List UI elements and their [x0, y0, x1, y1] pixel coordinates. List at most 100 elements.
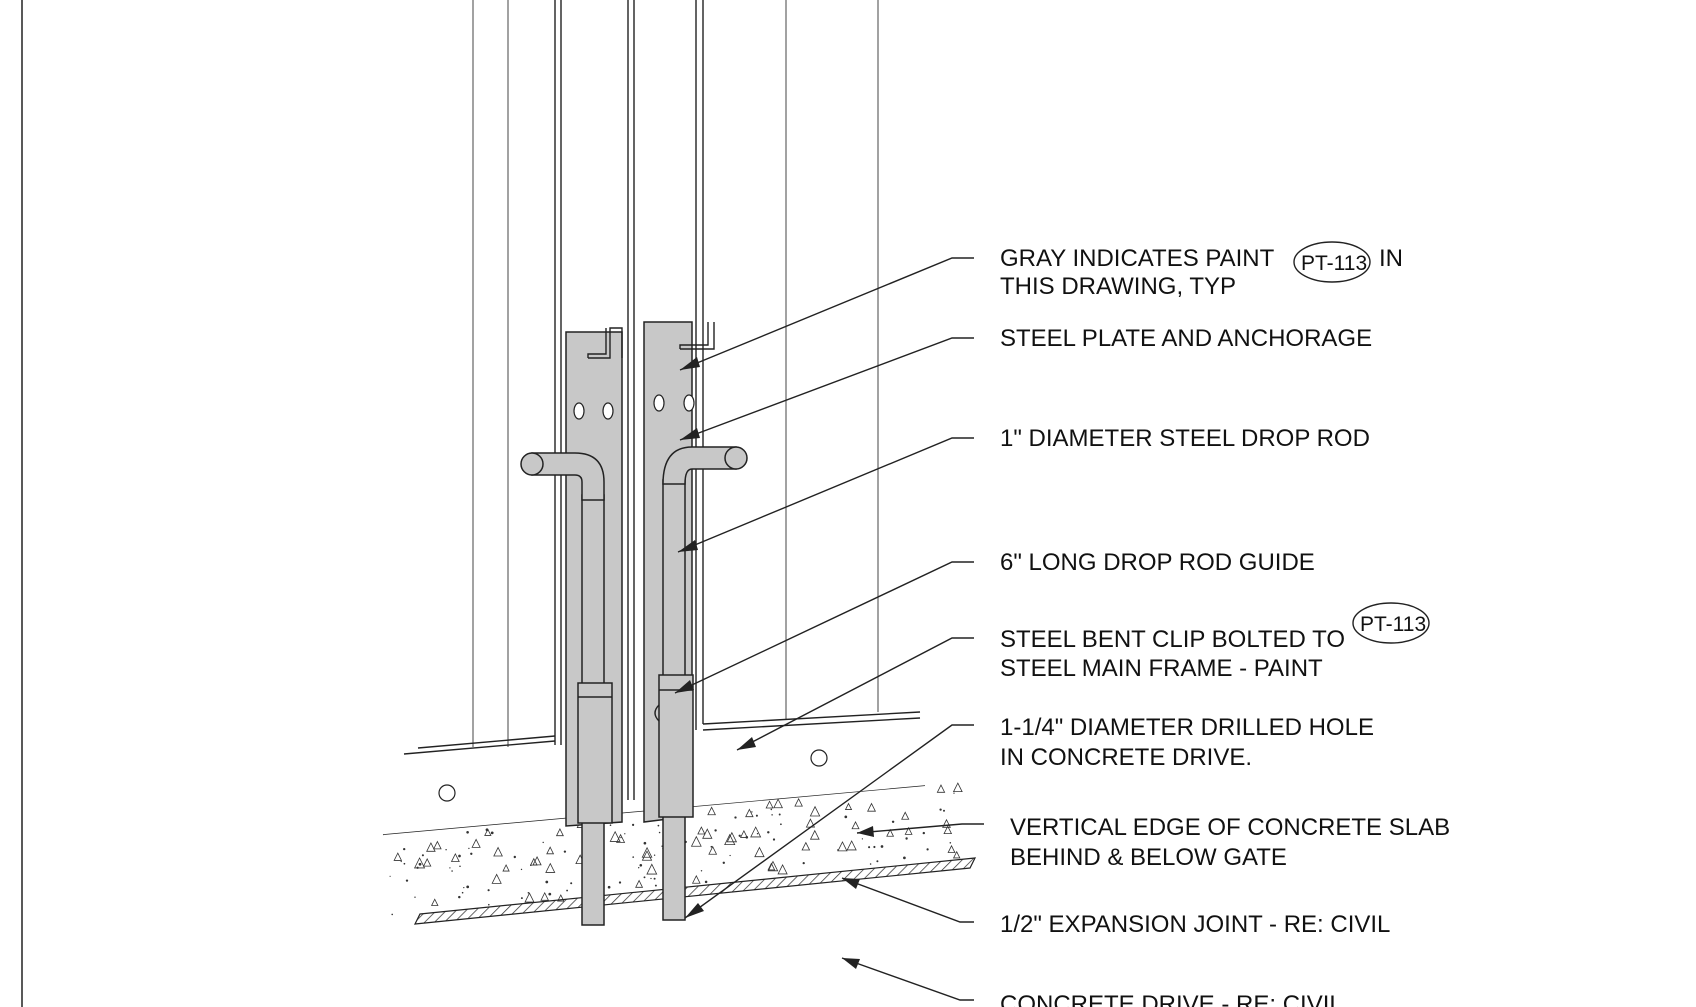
- aggregate-speck: [632, 856, 635, 858]
- aggregate-speck: [755, 814, 758, 817]
- paint-tag-bubble-2: [1352, 602, 1430, 644]
- aggregate-speck: [471, 838, 481, 848]
- aggregate-speck: [607, 885, 611, 889]
- aggregate-speck: [700, 870, 703, 872]
- left-drop-rod-assembly: [520, 327, 623, 926]
- aggregate-speck: [635, 879, 644, 888]
- aggregate-speck: [643, 876, 646, 879]
- aggregate-speck: [903, 856, 906, 860]
- right-drop-rod-guide: [658, 674, 694, 818]
- paint-tag-text-2: PT-113: [1360, 613, 1426, 636]
- aggregate-speck: [738, 834, 741, 837]
- aggregate-speck: [466, 831, 469, 834]
- aggregate-speck: [777, 864, 788, 875]
- aggregate-speck: [729, 854, 731, 857]
- aggregate-speck: [868, 846, 871, 849]
- aggregate-speck: [393, 852, 403, 861]
- aggregate-speck: [809, 805, 821, 817]
- aggregate-speck: [867, 802, 877, 812]
- aggregate-speck: [949, 842, 952, 844]
- aggregate-speck: [794, 797, 803, 807]
- aggregate-speck: [405, 879, 409, 882]
- aggregate-speck: [773, 798, 783, 809]
- aggregate-speck: [520, 897, 523, 900]
- aggregate-speck: [772, 838, 776, 841]
- aggregate-speck: [650, 877, 652, 880]
- aggregate-speck: [620, 837, 622, 839]
- aggregate-speck: [513, 855, 516, 859]
- aggregate-speck: [801, 841, 811, 851]
- aggregate-speck: [869, 863, 872, 865]
- aggregate-speck: [953, 792, 955, 794]
- callout-5-line2: STEEL MAIN FRAME - PAINT: [1000, 655, 1323, 682]
- callout-labels: GRAY INDICATES PAINT PT-113 IN THIS DRAW…: [1000, 241, 1450, 1007]
- aggregate-speck: [939, 808, 942, 811]
- aggregate-speck: [400, 860, 402, 863]
- aggregate-speck: [905, 837, 908, 840]
- aggregate-speck: [566, 889, 569, 892]
- aggregate-speck: [745, 836, 749, 839]
- aggregate-speck: [414, 896, 416, 898]
- aggregate-speck: [445, 848, 447, 851]
- aggregate-speck: [707, 806, 716, 816]
- aggregate-speck: [802, 861, 805, 865]
- aggregate-speck: [546, 846, 555, 855]
- aggregate-speck: [891, 820, 895, 824]
- aggregate-speck: [639, 864, 643, 867]
- aggregate-speck: [691, 874, 701, 884]
- aggregate-speck: [851, 820, 860, 830]
- aggregate-speck: [468, 847, 470, 850]
- callout-3-line1: 1" DIAMETER STEEL DROP ROD: [1000, 425, 1370, 452]
- aggregate-speck: [413, 857, 426, 869]
- aggregate-speck: [653, 877, 656, 880]
- aggregate-speck: [846, 840, 857, 851]
- aggregate-speck: [524, 892, 535, 903]
- callout-6-line1: 1-1/4" DIAMETER DRILLED HOLE: [1000, 714, 1374, 741]
- bolt-hole: [438, 784, 456, 802]
- callout-9-line1: CONCRETE DRIVE - RE: CIVIL: [1000, 991, 1343, 1007]
- paint-tag-text-1: PT-113: [1301, 252, 1367, 275]
- callout-2-line1: STEEL PLATE AND ANCHORAGE: [1000, 325, 1372, 352]
- aggregate-speck: [391, 913, 394, 916]
- aggregate-speck: [488, 903, 490, 906]
- left-bent-clip: [588, 327, 623, 359]
- aggregate-speck: [861, 838, 864, 840]
- aggregate-speck: [952, 850, 961, 859]
- callout-4-line1: 6" LONG DROP ROD GUIDE: [1000, 549, 1315, 576]
- aggregate-speck: [657, 824, 660, 827]
- leader-lines: [674, 257, 984, 1001]
- aggregate-speck: [529, 857, 538, 866]
- aggregate-speck: [770, 808, 773, 811]
- aggregate-speck: [837, 841, 848, 852]
- aggregate-speck: [450, 852, 460, 862]
- aggregate-speck: [947, 844, 956, 853]
- aggregate-speck: [658, 831, 661, 834]
- aggregate-speck: [545, 880, 549, 884]
- right-drop-rod-assembly: [643, 321, 748, 921]
- callout-8-line1: 1/2" EXPANSION JOINT - RE: CIVIL: [1000, 911, 1390, 938]
- aggregate-speck: [734, 816, 737, 819]
- aggregate-speck: [609, 830, 621, 842]
- aggregate-speck: [844, 802, 853, 810]
- aggregate-speck: [493, 846, 503, 857]
- aggregate-speck: [631, 823, 635, 827]
- aggregate-speck: [490, 831, 494, 835]
- aggregate-speck: [563, 850, 567, 853]
- aggregate-speck: [767, 860, 779, 872]
- aggregate-speck: [726, 831, 738, 843]
- aggregate-speck: [641, 850, 653, 861]
- aggregate-speck: [952, 782, 963, 793]
- aggregate-speck: [403, 847, 406, 851]
- aggregate-speck: [618, 881, 622, 884]
- aggregate-speck: [624, 833, 626, 835]
- aggregate-speck: [422, 858, 432, 867]
- aggregate-speck: [873, 845, 876, 849]
- aggregate-speck: [643, 841, 647, 845]
- aggregate-speck: [609, 824, 612, 826]
- aggregate-speck: [520, 868, 523, 871]
- aggregate-speck: [646, 863, 658, 875]
- aggregate-speck: [389, 875, 391, 877]
- aggregate-speck: [403, 862, 406, 865]
- aggregate-speck: [451, 870, 453, 872]
